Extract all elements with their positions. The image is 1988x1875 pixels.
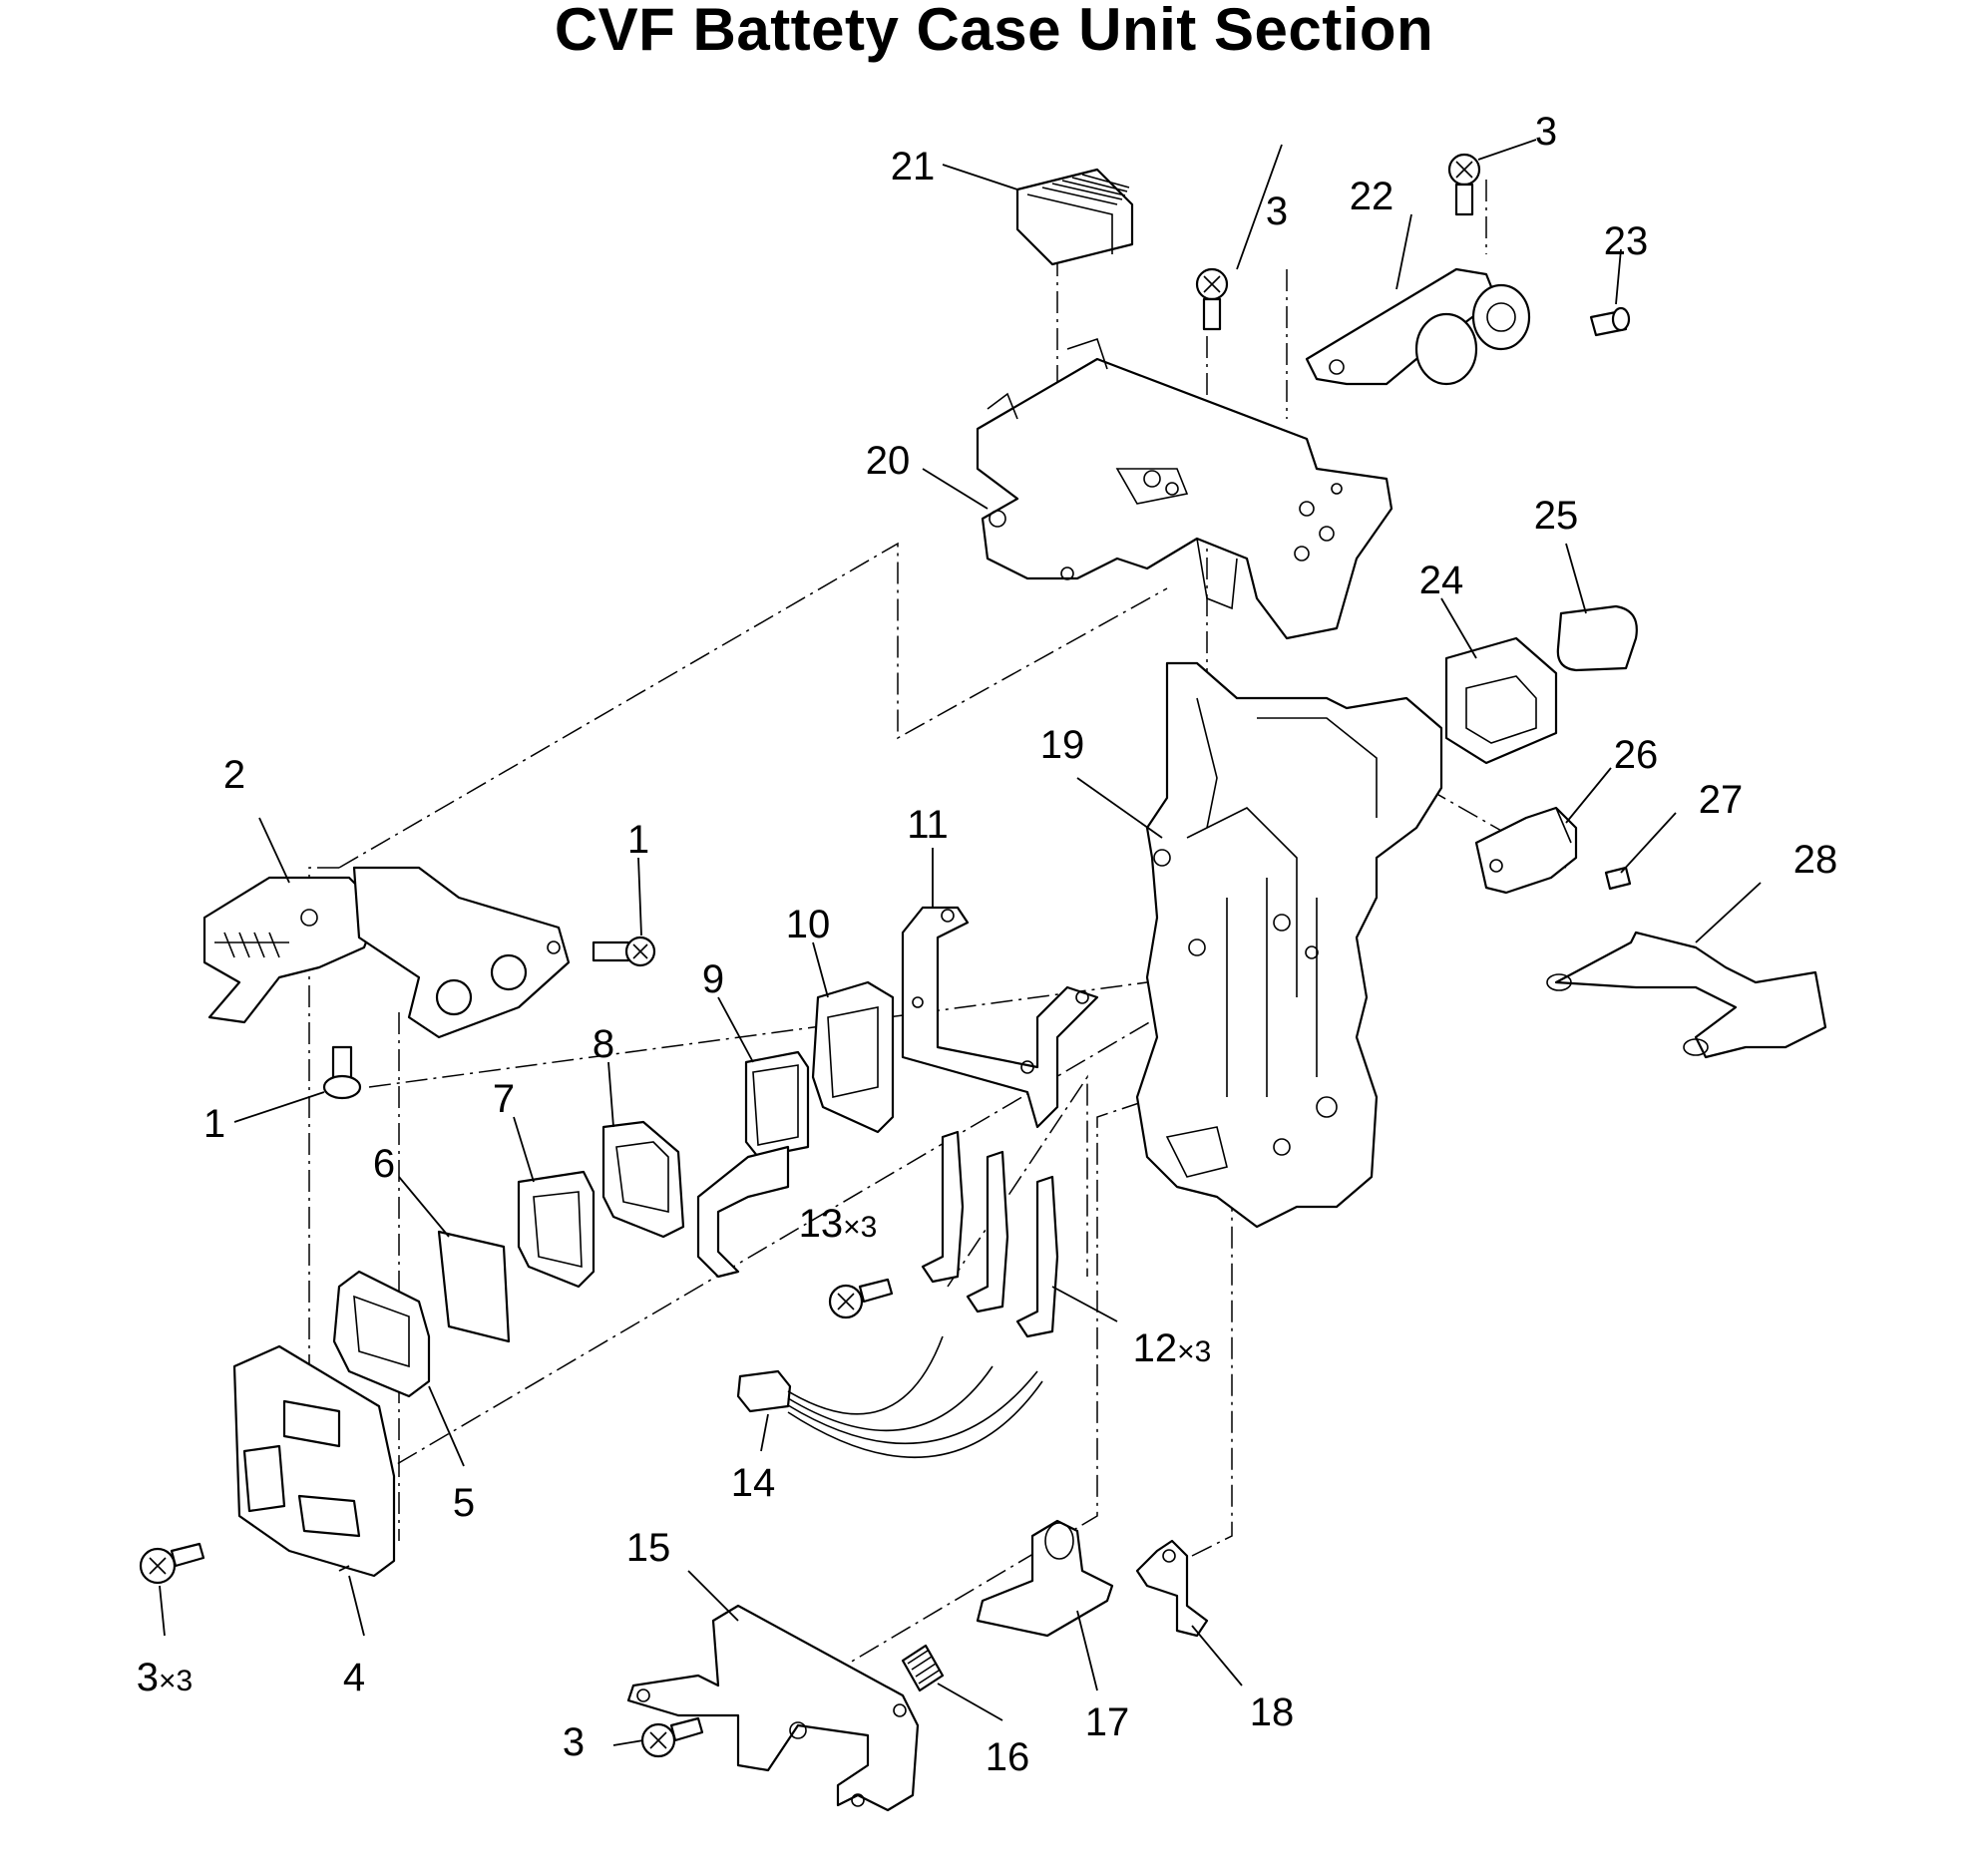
- callout-11: 11: [907, 803, 949, 847]
- callout-8: 8: [593, 1022, 614, 1066]
- callout-14: 14: [731, 1461, 776, 1505]
- leader-lines: [159, 139, 1762, 1746]
- part-5-holder: [332, 1270, 431, 1398]
- callout-7: 7: [493, 1077, 515, 1121]
- callout-3-top-center: 3: [1266, 189, 1288, 233]
- part-25-cap: [1556, 604, 1638, 672]
- part-13-screw: [828, 1278, 894, 1319]
- part-28-wire-bracket: [1546, 931, 1827, 1059]
- part-11-bracket: [901, 906, 1099, 1129]
- part-9-panel: [696, 1050, 810, 1279]
- callout-22: 22: [1350, 175, 1394, 218]
- callout-23: 23: [1604, 219, 1649, 263]
- callout-25: 25: [1534, 494, 1579, 538]
- part-16-spring: [901, 1644, 945, 1692]
- callout-27: 27: [1699, 778, 1744, 822]
- callout-17: 17: [1085, 1700, 1130, 1744]
- diagram-title: CVF Battety Case Unit Section: [554, 0, 1434, 63]
- part-24-sleeve: [1444, 636, 1558, 765]
- part-21-connector: [1015, 168, 1134, 266]
- callout-10: 10: [786, 903, 831, 946]
- part-17-slider: [976, 1519, 1114, 1638]
- part-10-holder: [811, 980, 895, 1134]
- part-23-pin: [1589, 306, 1631, 337]
- callout-18: 18: [1250, 1690, 1295, 1734]
- part-27-block: [1604, 866, 1632, 891]
- assembly-guide-lines: [308, 180, 1567, 1677]
- part-18-latch: [1135, 1539, 1209, 1638]
- callout-12x3: 12×3: [1133, 1326, 1212, 1370]
- part-26-lever: [1474, 806, 1578, 895]
- callout-5: 5: [453, 1481, 475, 1525]
- part-7-bezel: [517, 1170, 596, 1289]
- callout-labels: 1 1 2 3 3 3×3 3 4 5 6 7 8 9 10 11 12×3 1…: [137, 110, 1837, 1779]
- callout-3-top-right: 3: [1535, 110, 1557, 154]
- part-4-pcb: [232, 1344, 396, 1578]
- part-20-top-frame: [976, 337, 1393, 640]
- part-6-filter-sheet: [437, 1230, 511, 1343]
- part-22-bracket: [1305, 267, 1531, 386]
- callout-1-upper: 1: [627, 818, 649, 862]
- callout-21: 21: [891, 145, 936, 188]
- callout-26: 26: [1614, 733, 1659, 777]
- callout-3x3-bottom-left: 3×3: [137, 1656, 193, 1699]
- part-1-screw-bottom: [322, 1045, 362, 1100]
- part-3-screw-top-a: [1195, 267, 1229, 331]
- part-3-screw-bottom-center: [640, 1716, 704, 1758]
- part-3-screw-bottom-left: [139, 1542, 205, 1585]
- part-1-screw-side: [592, 936, 656, 967]
- part-2-bracket-assembly: [352, 866, 571, 1039]
- part-19-main-case: [1135, 661, 1443, 1229]
- part-15-bottom-bracket: [626, 1604, 920, 1812]
- part-12-contacts: [921, 1130, 1059, 1338]
- callout-15: 15: [626, 1526, 671, 1570]
- part-14-harness: [736, 1335, 1043, 1459]
- part-3-screw-top-b: [1447, 153, 1481, 216]
- callout-19: 19: [1040, 723, 1085, 767]
- callout-16: 16: [986, 1735, 1030, 1779]
- callout-24: 24: [1419, 559, 1464, 602]
- callout-13x3: 13×3: [799, 1202, 878, 1246]
- callout-1-lower: 1: [203, 1102, 225, 1146]
- callout-4: 4: [343, 1656, 365, 1699]
- callout-9: 9: [702, 957, 724, 1001]
- callout-28: 28: [1793, 838, 1838, 882]
- callout-3-bottom-center: 3: [563, 1720, 585, 1764]
- callout-2: 2: [223, 753, 245, 797]
- callout-20: 20: [866, 439, 911, 483]
- callout-6: 6: [373, 1142, 395, 1186]
- part-8-frame: [601, 1120, 685, 1239]
- part-2-flex-plate: [202, 876, 381, 1024]
